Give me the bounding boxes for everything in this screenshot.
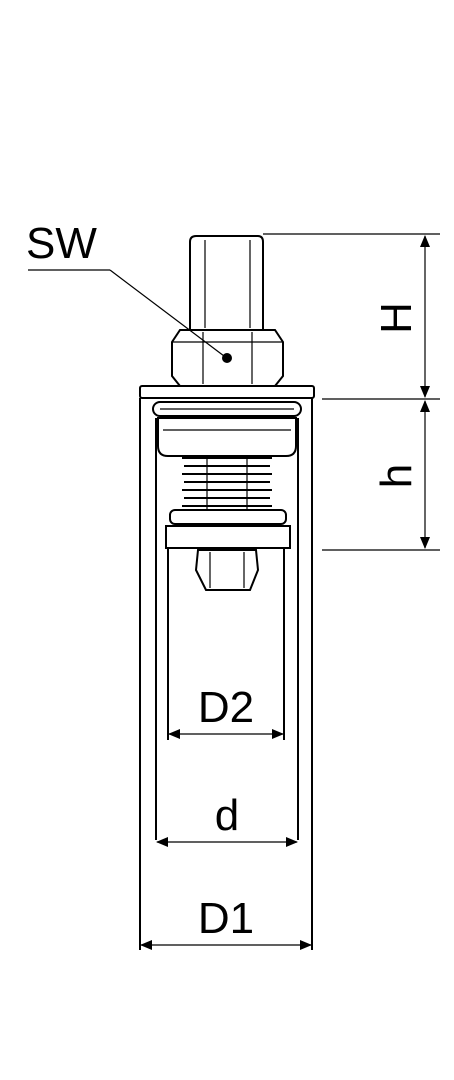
h-upper-label: H [372, 302, 421, 334]
valve-stem [189, 235, 264, 331]
d2-label: D2 [198, 683, 254, 732]
h-lower-label: h [372, 464, 421, 488]
outer-housing [139, 398, 313, 950]
d-label: d [215, 791, 239, 840]
inner-body [155, 417, 299, 840]
sw-label: SW [26, 219, 97, 268]
spring [182, 456, 272, 512]
seal-ring [152, 401, 302, 417]
wrench-flat-marker [222, 353, 232, 363]
bottom-nut [194, 549, 260, 591]
valve-disc [165, 509, 291, 549]
sw-leader [28, 269, 225, 357]
flange [139, 385, 315, 399]
d1-label: D1 [198, 894, 254, 943]
height-extension-lines [263, 233, 440, 551]
d2-boundaries [167, 548, 285, 740]
